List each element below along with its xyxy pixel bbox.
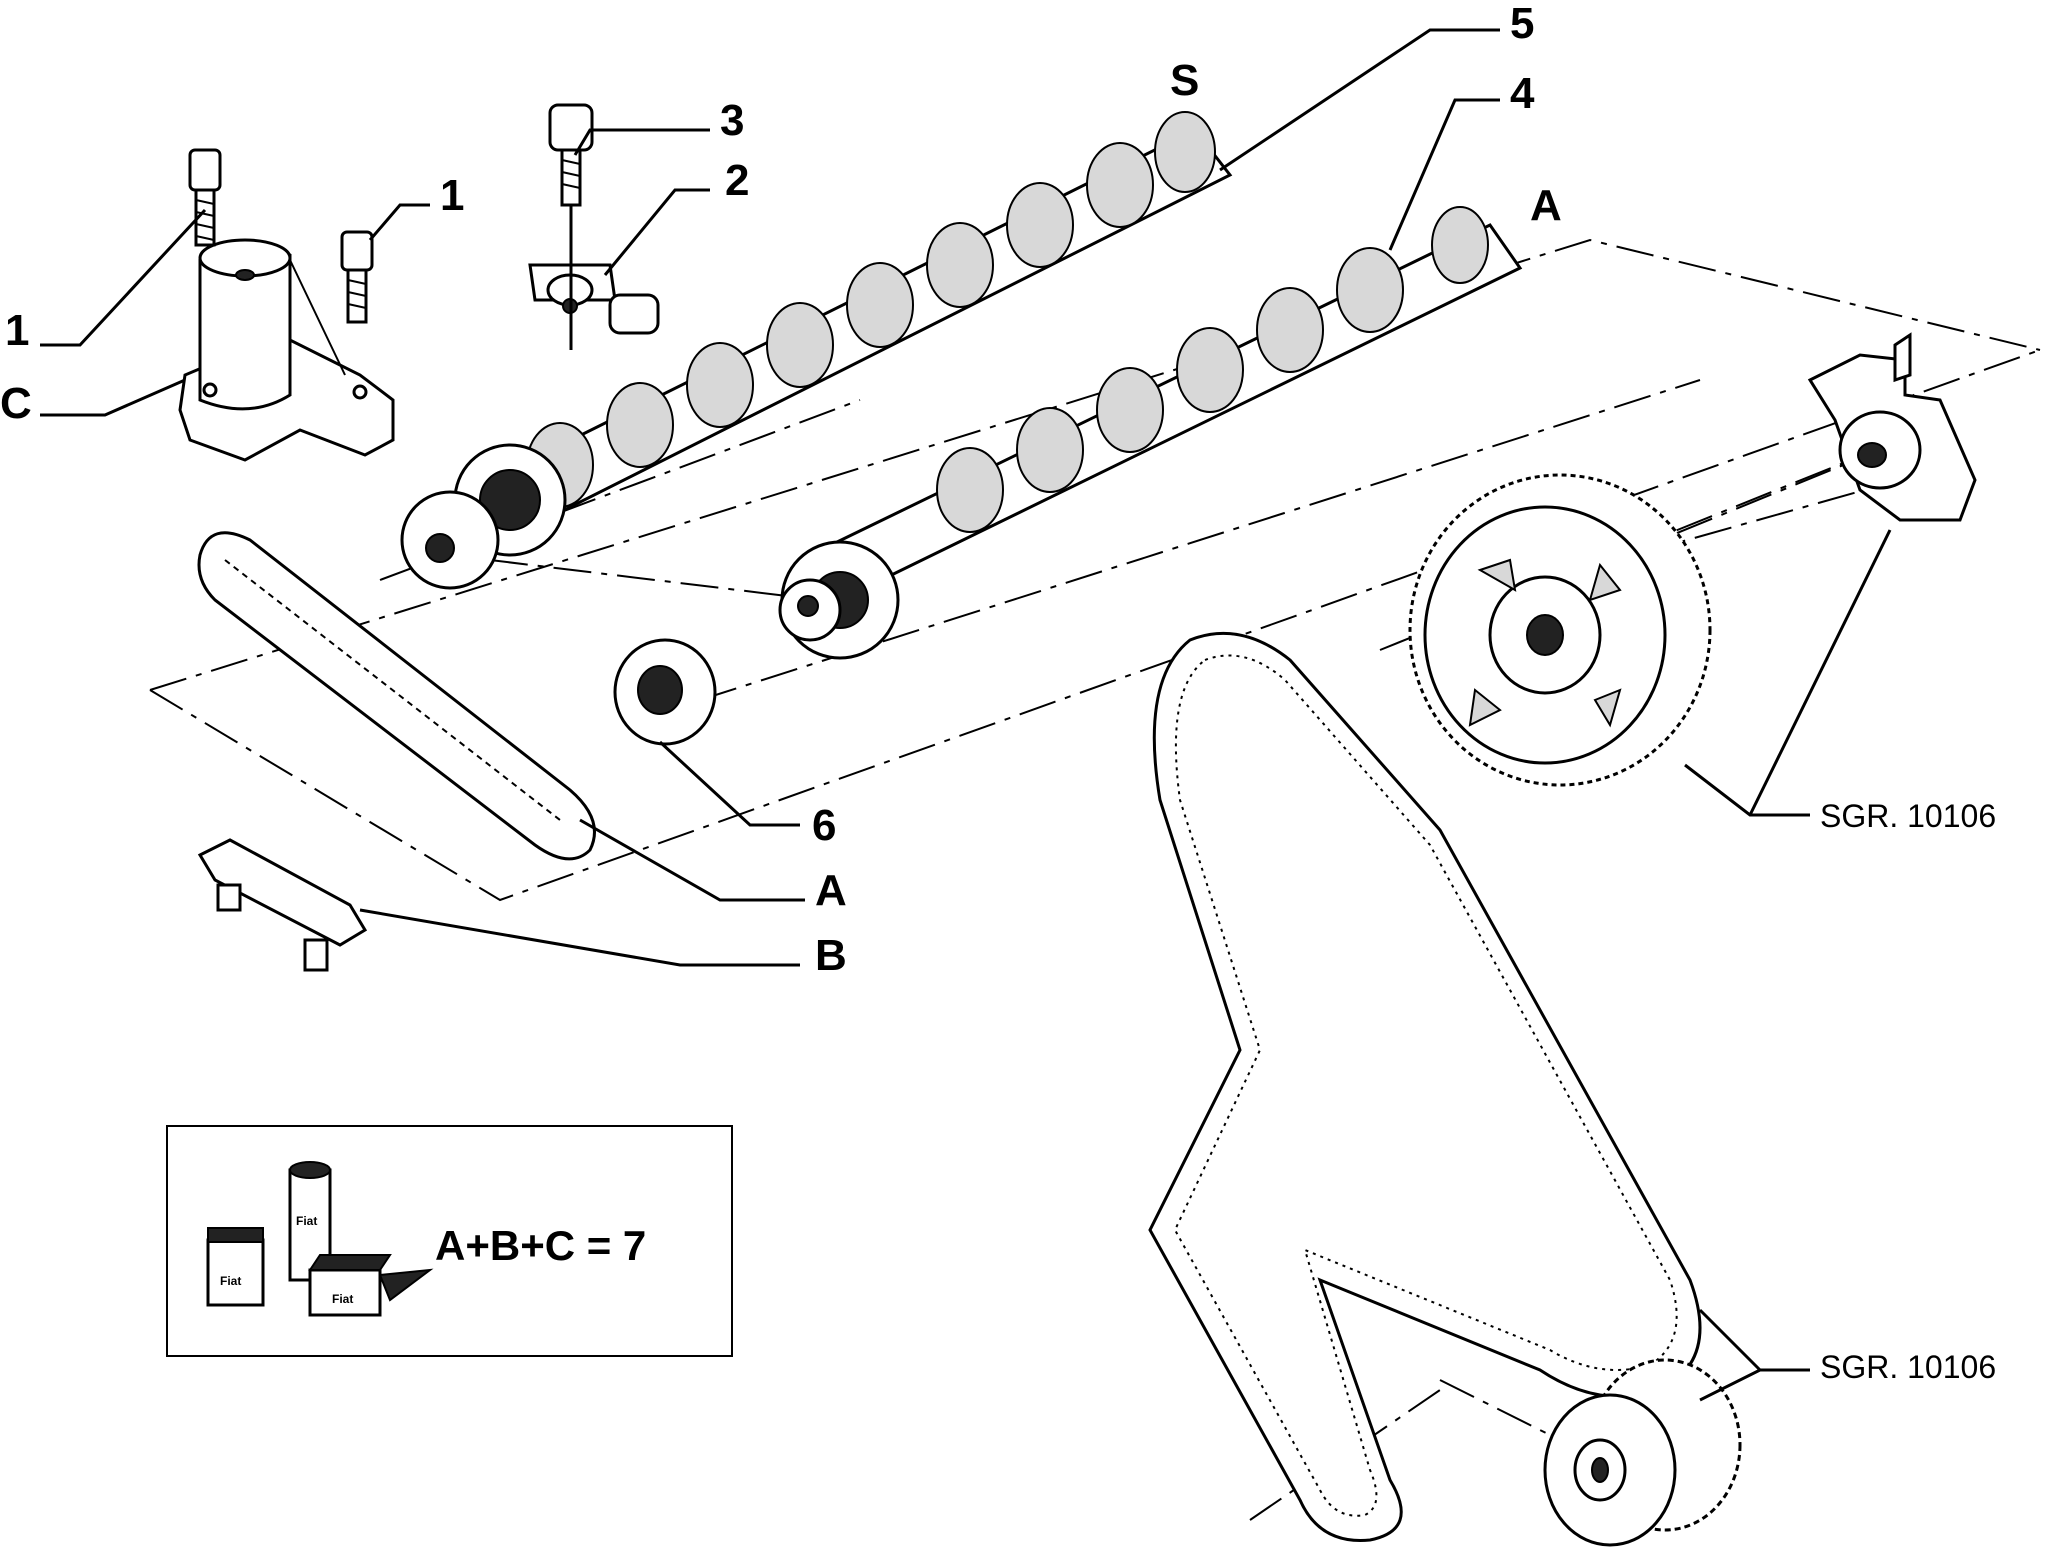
toothed-pulley	[1408, 473, 1712, 787]
label-s: S	[1170, 56, 1199, 105]
crank-pulley	[1543, 1358, 1742, 1547]
timing-chain	[197, 531, 596, 861]
ref-lower: SGR. 10106	[1820, 1349, 1996, 1385]
seal-6	[613, 638, 717, 746]
label-1-left: 1	[5, 306, 29, 355]
kit-box-label-3: Fiat	[332, 1292, 353, 1306]
leader-lines	[40, 28, 1892, 1402]
label-4: 4	[1510, 69, 1535, 118]
sensor-2	[528, 263, 660, 335]
bracket-c	[178, 238, 395, 462]
kit-box-label-2: Fiat	[296, 1214, 317, 1228]
label-b: B	[815, 931, 847, 980]
label-a-upper: A	[1530, 181, 1562, 230]
camshaft-s-lobes	[526, 111, 1216, 508]
label-a-lower: A	[815, 866, 847, 915]
kit-box: Fiat Fiat Fiat A+B+C = 7	[166, 1125, 733, 1357]
bolt-1-right	[340, 230, 374, 324]
label-c: C	[0, 379, 32, 428]
bolt-1-left	[188, 148, 222, 247]
label-3: 3	[720, 96, 744, 145]
camshaft-a	[778, 206, 1523, 660]
callout-labels: 1 C 1 3 2 S 5 4 A 6 A B SGR. 10106 SGR. …	[0, 0, 1996, 1385]
label-1-right: 1	[440, 171, 464, 220]
kit-box-label-1: Fiat	[220, 1274, 241, 1288]
screw-3	[548, 103, 594, 350]
label-6: 6	[812, 801, 836, 850]
ref-upper: SGR. 10106	[1820, 798, 1996, 834]
kit-boxes-icon: Fiat Fiat Fiat	[206, 1161, 434, 1317]
pulley-hub-plate	[1807, 332, 1977, 522]
timing-belt	[1148, 631, 1702, 1542]
label-5: 5	[1510, 0, 1534, 48]
camshaft-s	[400, 111, 1233, 590]
camshaft-a-lobes	[936, 206, 1489, 533]
kit-formula: A+B+C = 7	[435, 1222, 646, 1269]
chain-guide-b	[197, 838, 368, 972]
label-2: 2	[725, 156, 749, 205]
